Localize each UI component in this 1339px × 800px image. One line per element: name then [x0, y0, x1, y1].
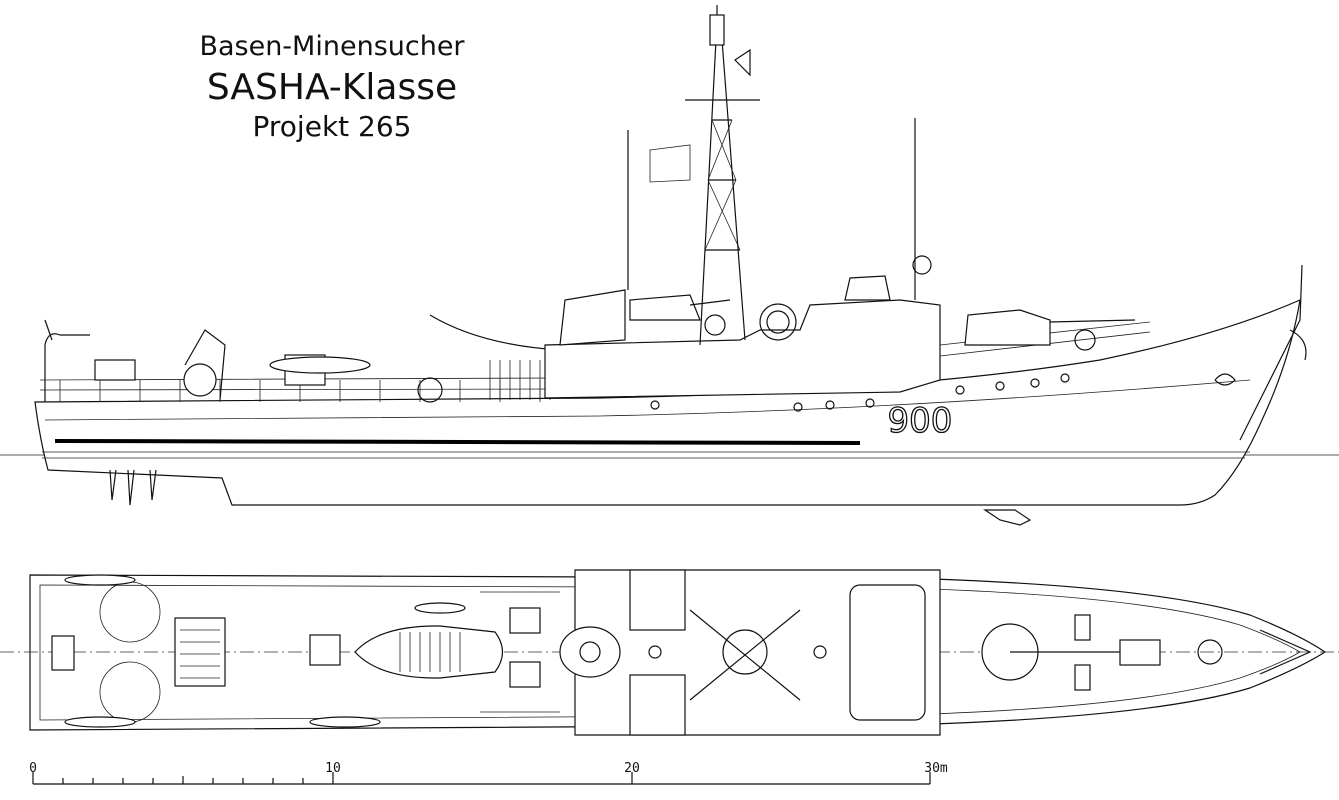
- float-mid: [414, 602, 466, 614]
- funnel: [559, 289, 626, 346]
- boat-thwarts: [399, 632, 461, 672]
- bow-davit: [1239, 264, 1307, 441]
- title-block: Basen-Minensucher SASHA-Klasse Projekt 2…: [199, 31, 465, 143]
- lifebuoy-icon: [759, 303, 797, 341]
- fitting: [648, 645, 662, 659]
- superstructure: [544, 299, 941, 399]
- funnel-cap: [579, 641, 601, 663]
- bollard: [1074, 614, 1091, 641]
- sweep-winch: [174, 617, 226, 687]
- portholes: [650, 373, 1070, 412]
- bollard: [1074, 664, 1091, 691]
- scale-label-10: 10: [325, 761, 341, 776]
- scale-label-30: 30m: [924, 761, 948, 776]
- bridge-plan: [849, 584, 926, 721]
- mines-rows: [480, 591, 560, 713]
- vent: [309, 634, 341, 666]
- locker-port: [509, 607, 541, 634]
- reel: [417, 377, 443, 403]
- bridge-top: [844, 275, 891, 301]
- stern-davit: [44, 319, 90, 402]
- searchlight: [704, 314, 726, 336]
- crane: [184, 329, 226, 401]
- stern-hatch: [51, 635, 75, 671]
- hull-stripe: [54, 439, 861, 445]
- deck-equipment: [94, 359, 136, 381]
- scale-label-20: 20: [624, 761, 640, 776]
- title-project: Projekt 265: [253, 110, 412, 143]
- motor-boat: [354, 625, 504, 679]
- locker-stbd: [509, 661, 541, 688]
- sheer-line: [44, 379, 1251, 421]
- funnel-plan: [559, 626, 621, 678]
- aft-gun-mount: [629, 294, 731, 321]
- sonar-dome: [983, 509, 1032, 526]
- hull-number: 900: [888, 401, 953, 441]
- lifebuoy-inner: [766, 310, 790, 334]
- flag: [649, 144, 691, 183]
- mines-rack: [489, 360, 551, 400]
- fitting: [813, 645, 827, 659]
- aft-gun-port: [629, 569, 686, 631]
- main-mast: [649, 5, 760, 346]
- windlass: [1119, 639, 1161, 666]
- winch: [183, 363, 217, 397]
- bow-fitting: [1259, 629, 1312, 675]
- winch-drums: [180, 629, 220, 679]
- scale-label-0: 0: [29, 761, 37, 776]
- radar-dome: [912, 255, 932, 275]
- aft-gun-stbd: [629, 674, 686, 736]
- boat-davit: [429, 314, 561, 351]
- anchor-capstan: [1197, 639, 1223, 665]
- gun-barrel: [1049, 319, 1136, 323]
- float-stbd: [64, 716, 136, 728]
- title-class: SASHA-Klasse: [207, 67, 457, 108]
- capstan: [1074, 329, 1096, 351]
- hull-side: [34, 299, 1301, 506]
- float-port: [64, 574, 136, 586]
- minesweep-float: [269, 356, 371, 374]
- forward-gun-mount: [964, 309, 1051, 346]
- side-profile-view: 900: [0, 5, 1339, 526]
- mast-struts: [689, 609, 801, 701]
- top-plan-view: [0, 569, 1339, 736]
- rudders: [109, 469, 157, 506]
- float-stbd-2: [309, 716, 381, 728]
- mast-base: [722, 629, 768, 675]
- boot-topping: [42, 451, 1250, 459]
- title-type: Basen-Minensucher: [199, 31, 465, 62]
- anchor-icon: [1214, 373, 1236, 386]
- scale-bar: 0 10 20 30m: [29, 761, 948, 785]
